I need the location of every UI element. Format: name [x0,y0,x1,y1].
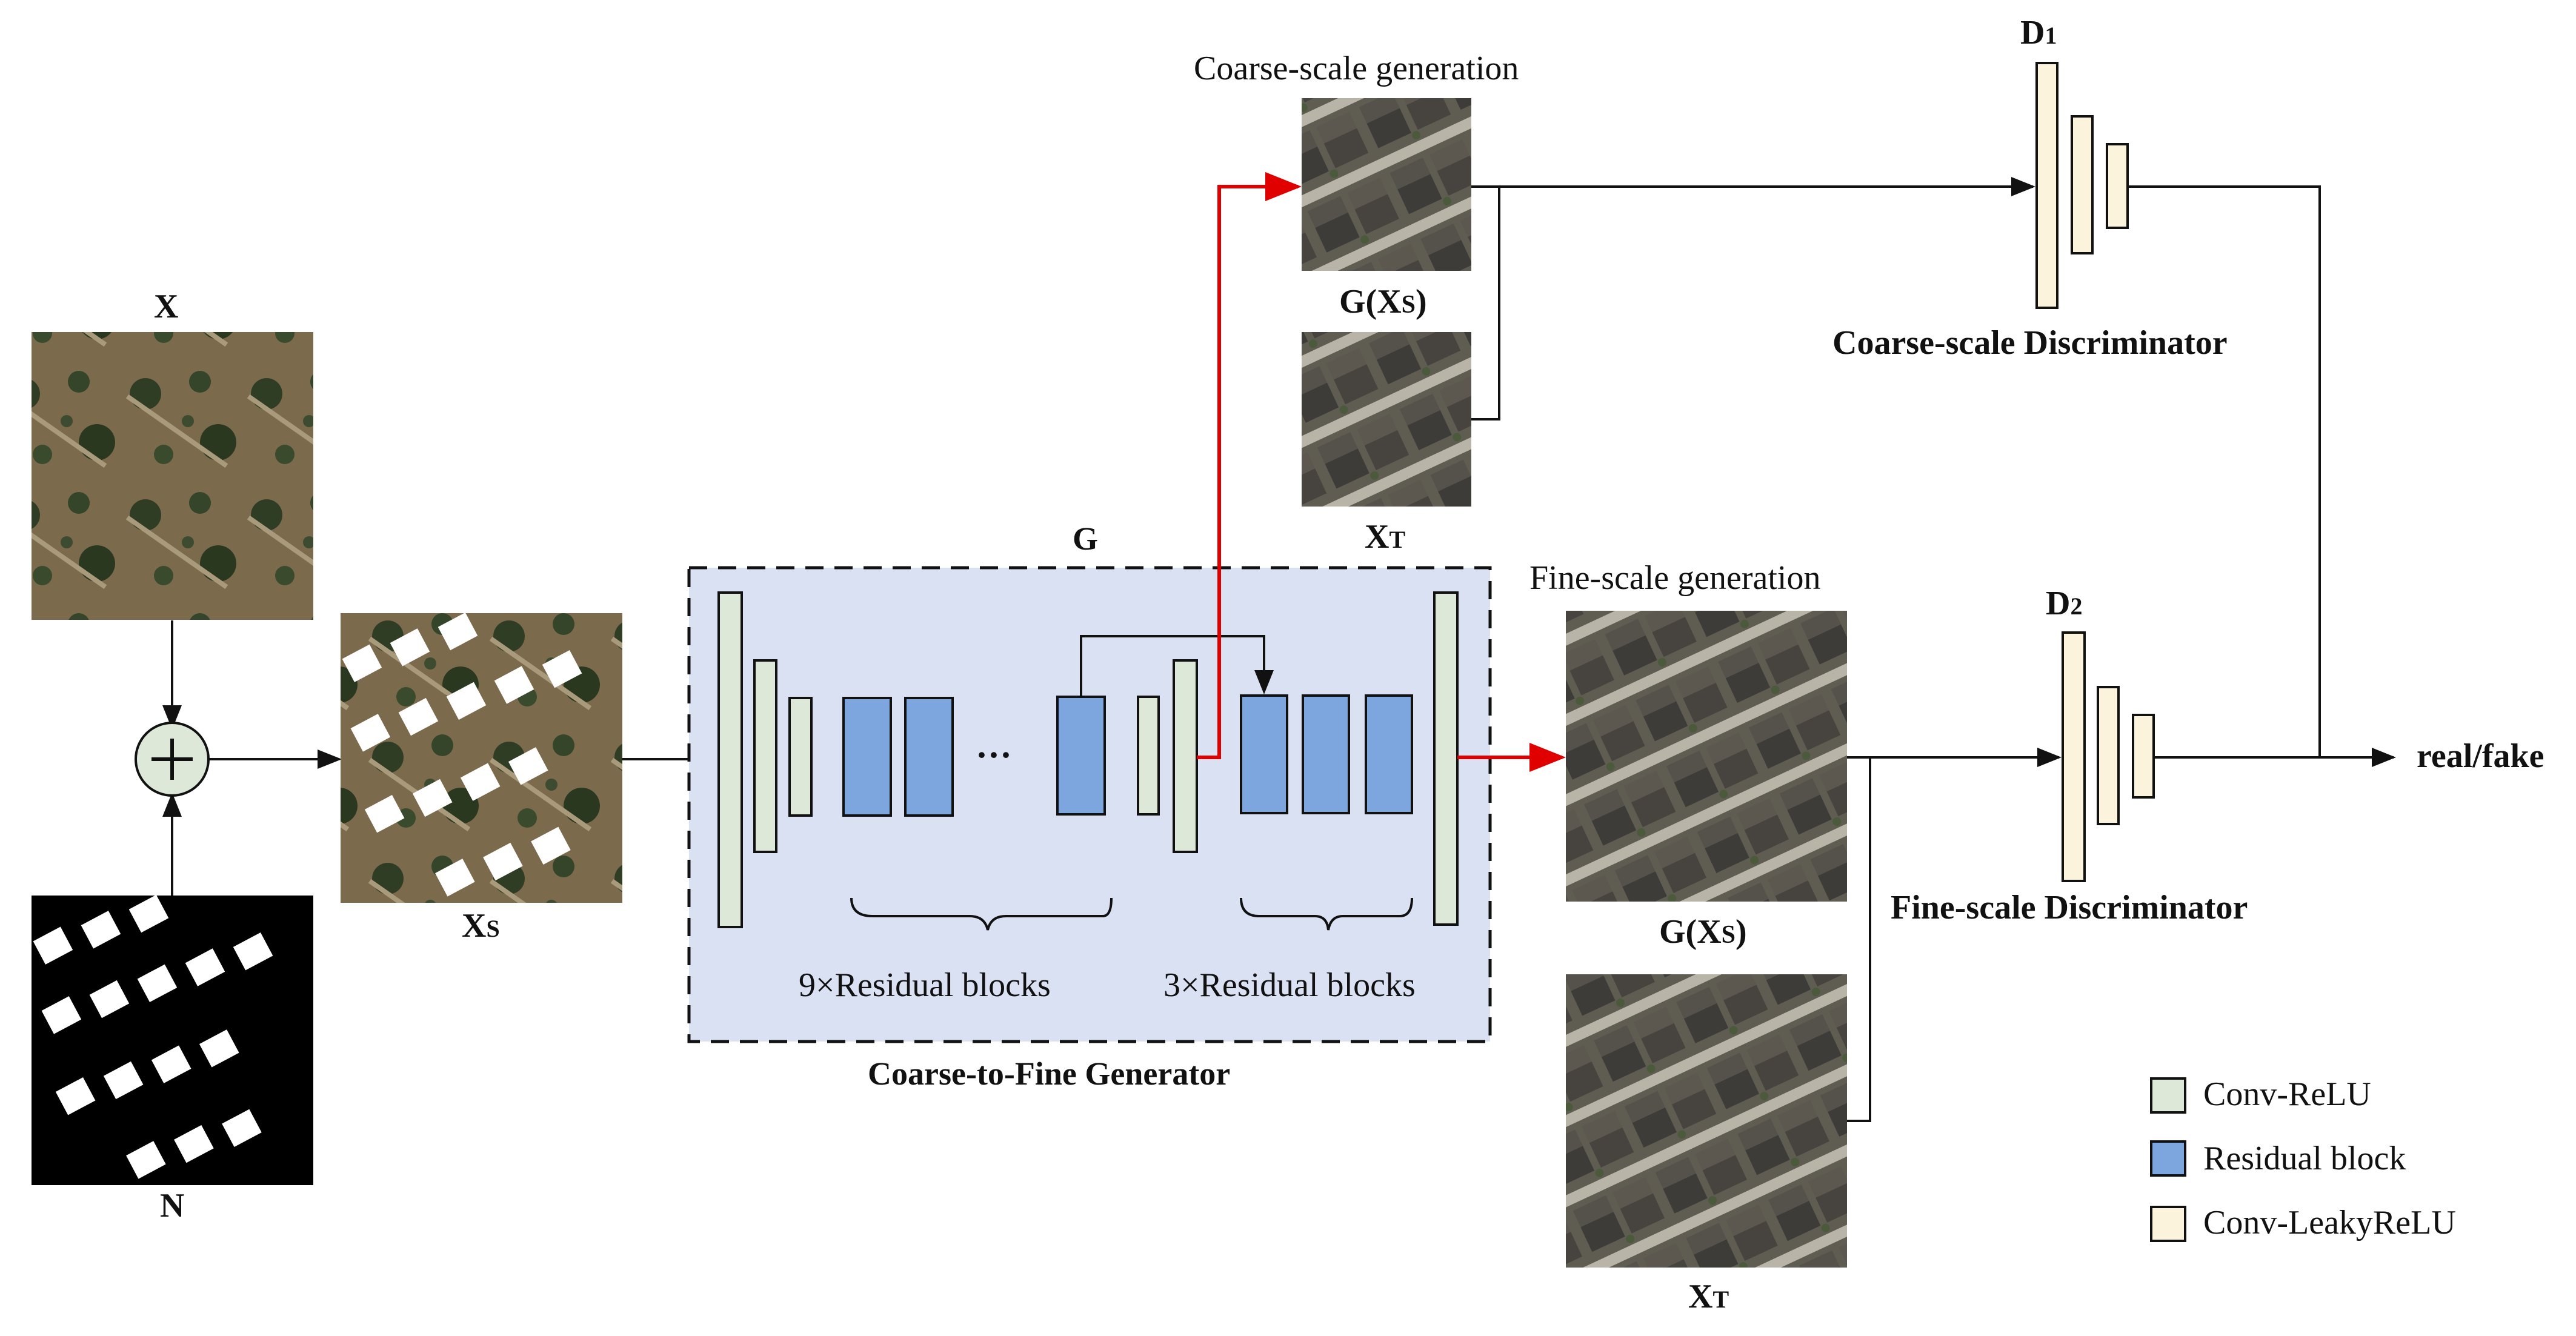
d2-block-3 [2132,714,2155,799]
input-image-x [32,332,313,620]
house-footprint [128,894,169,933]
conv-relu-block-5 [1173,659,1198,853]
skip-connection-arrow [1080,635,1274,697]
label-d2: D2 [2046,585,2083,622]
legend-swatch-conv-relu [2150,1077,2186,1114]
house-footprint [342,644,382,682]
house-footprint [137,964,178,1002]
legend-swatch-residual [2150,1140,2186,1177]
image-fine-gxs [1566,611,1847,902]
plus-circle-icon [135,722,210,797]
house-footprint [390,628,430,666]
house-footprint [412,779,453,817]
line-fine-xt-out [1847,757,1871,1122]
house-footprint [460,763,501,801]
label-x: X [154,288,179,325]
coarse-disc-title: Coarse-scale Discriminator [1832,324,2228,362]
residual-block-4 [1240,694,1288,814]
house-footprint [531,826,571,865]
fine-gen-title: Fine-scale generation [1529,559,1821,597]
conv-relu-block-3 [788,697,813,817]
label-fine-xt: XT [1688,1278,1729,1315]
house-footprint [233,932,273,971]
line-d1-out [2128,185,2321,757]
d1-block-1 [2035,62,2058,309]
house-footprint [41,996,82,1034]
house-footprint [151,1045,191,1083]
label-fine-gxs: G(XS) [1659,913,1747,951]
residual-block-5 [1302,694,1350,814]
label-xs: XS [462,907,500,945]
coarse-gen-title: Coarse-scale generation [1194,50,1519,87]
house-footprint [398,697,439,736]
residual-block-2 [904,697,954,817]
house-footprint [438,612,478,651]
residual-block-6 [1365,694,1413,814]
label-res9: 9×Residual blocks [799,966,1051,1004]
conv-relu-block-2 [753,659,777,853]
brace-9x [850,897,1113,931]
house-footprint [435,859,475,897]
brace-3x [1240,897,1413,931]
ellipsis: ··· [976,735,1013,775]
label-g: G [1073,520,1099,557]
d2-block-1 [2062,631,2086,882]
house-footprint [199,1029,239,1068]
label-coarse-gxs: G(XS) [1339,283,1427,321]
label-d1: D1 [2020,14,2057,52]
legend-label-residual: Residual block [2203,1140,2406,1177]
residual-block-1 [842,697,892,817]
label-coarse-xt: XT [1365,518,1406,556]
conv-relu-block-4 [1137,696,1160,816]
house-footprint [89,980,130,1019]
output-label: real/fake [2417,737,2544,775]
legend-swatch-leaky [2150,1206,2186,1242]
house-footprint [185,948,225,986]
red-arrow-to-coarse [1197,172,1302,759]
house-footprint [126,1141,166,1179]
conv-relu-block-6 [1433,591,1459,926]
house-footprint [55,1077,96,1115]
label-res3: 3×Residual blocks [1163,966,1416,1004]
house-footprint [222,1109,262,1147]
image-fine-xt [1566,974,1847,1268]
residual-block-3 [1056,696,1106,816]
label-n: N [160,1187,185,1225]
conv-relu-block-1 [717,591,743,928]
house-footprint [33,926,73,965]
fine-disc-title: Fine-scale Discriminator [1891,889,2248,926]
house-footprint [508,747,548,785]
house-footprint [81,911,121,949]
house-footprint [542,650,582,688]
legend-label-leaky: Conv-LeakyReLU [2203,1204,2456,1241]
legend-label-conv-relu: Conv-ReLU [2203,1075,2371,1113]
house-footprint [174,1125,214,1163]
line-coarse-xt-out [1471,187,1500,420]
house-footprint [446,682,487,720]
house-footprint [103,1061,144,1100]
d1-block-3 [2106,143,2129,229]
d1-block-2 [2071,115,2094,254]
house-footprint [350,714,391,752]
generator-title: Coarse-to-Fine Generator [868,1055,1231,1092]
input-image-n [32,894,313,1185]
d2-block-2 [2097,686,2120,825]
house-footprint [483,842,523,881]
image-coarse-xt [1302,332,1471,507]
house-footprint [494,666,534,704]
image-coarse-gxs [1302,98,1471,271]
house-footprint [364,795,405,833]
image-xs [341,612,622,903]
